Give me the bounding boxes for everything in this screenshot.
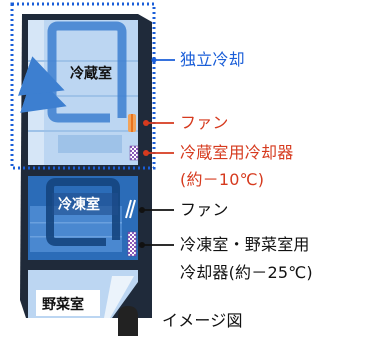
freezer-fan-label: ファン — [180, 200, 229, 219]
fridge-airflow-arrow — [20, 73, 67, 113]
independent-cooling-label: 独立冷却 — [180, 50, 245, 69]
freezer-drawer-line — [30, 236, 122, 238]
freezer-cooler-label: 冷凍室・野菜室用 — [180, 235, 310, 254]
freezer-cooler-icon — [127, 231, 137, 257]
freezer-fan-icon — [125, 199, 136, 219]
freezer-airflow-loop — [46, 178, 120, 246]
fridge-fan-icon — [128, 114, 136, 132]
leader-dot — [139, 242, 145, 248]
fridge-cooler-temp: (約－10℃) — [180, 170, 265, 189]
fridge-drawer — [58, 135, 122, 153]
partition — [24, 260, 152, 270]
fridge-shelf — [28, 60, 138, 62]
freezer-cooler-temp: 冷却器(約－25℃) — [180, 263, 313, 282]
freezer-drawer-line — [30, 222, 122, 224]
fridge-shelf — [28, 95, 138, 97]
fridge-cooler-icon — [129, 145, 139, 161]
leader-dot — [143, 150, 149, 156]
freezer-label-bg — [52, 193, 118, 215]
partition — [24, 166, 152, 176]
leader-dot — [151, 57, 157, 63]
fridge-door-panel — [28, 20, 44, 165]
vegetable-drawer-slope — [104, 276, 134, 318]
fridge-fan-label: ファン — [180, 113, 229, 132]
vegetable-label: 野菜室 — [42, 296, 84, 313]
machine-compartment-icon — [118, 306, 138, 336]
independent-cooling-boundary — [10, 2, 156, 170]
fridge-airflow-arrow — [17, 56, 65, 96]
fridge-airflow-loop — [47, 21, 127, 123]
fridge-label: 冷蔵室 — [70, 65, 112, 82]
fridge-cooler-label: 冷蔵室用冷却器 — [180, 143, 294, 162]
leader-dot — [139, 207, 145, 213]
fridge-shelf — [28, 130, 138, 132]
image-note: イメージ図 — [162, 311, 243, 330]
leader-dot — [143, 120, 149, 126]
vegetable-label-bg — [36, 290, 100, 316]
freezer-label: 冷凍室 — [58, 196, 100, 213]
